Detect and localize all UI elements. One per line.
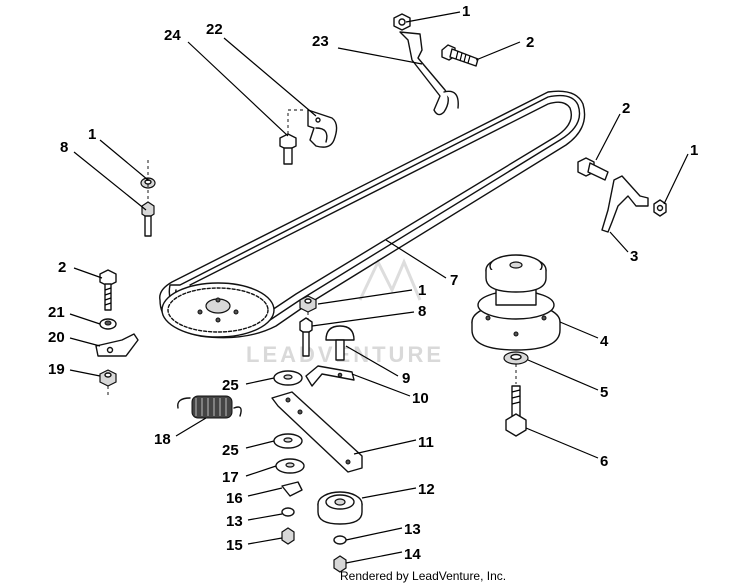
washer-5 bbox=[503, 351, 529, 365]
callout-2: 2 bbox=[622, 100, 630, 117]
washer-25-top bbox=[273, 370, 303, 386]
callout-1: 1 bbox=[462, 3, 470, 20]
callout-24: 24 bbox=[164, 27, 181, 44]
callout-19: 19 bbox=[48, 361, 65, 378]
screw-24 bbox=[279, 109, 306, 165]
bracket-20 bbox=[95, 333, 139, 357]
callout-14: 14 bbox=[404, 546, 421, 563]
washer-13-left bbox=[281, 507, 295, 517]
drive-belt bbox=[159, 90, 586, 339]
nut-14 bbox=[333, 555, 347, 573]
callout-2: 2 bbox=[526, 34, 534, 51]
nut-19 bbox=[99, 369, 117, 396]
carriage-bolt-9 bbox=[325, 325, 355, 361]
callout-16: 16 bbox=[226, 490, 243, 507]
callout-5: 5 bbox=[600, 384, 608, 401]
callout-23: 23 bbox=[312, 33, 329, 50]
callout-18: 18 bbox=[154, 431, 171, 448]
callout-17: 17 bbox=[222, 469, 239, 486]
washer-17 bbox=[275, 458, 305, 474]
callout-13: 13 bbox=[404, 521, 421, 538]
callout-1: 1 bbox=[88, 126, 96, 143]
spring-18 bbox=[177, 395, 242, 419]
callout-4: 4 bbox=[600, 333, 609, 350]
nut-1-right bbox=[653, 199, 667, 217]
callout-15: 15 bbox=[226, 537, 243, 554]
callout-25: 25 bbox=[222, 442, 239, 459]
pulley-4 bbox=[471, 254, 561, 351]
leader-lines bbox=[69, 11, 689, 564]
callout-2: 2 bbox=[58, 259, 66, 276]
hook-bracket-23 bbox=[399, 31, 459, 116]
washer-13-right bbox=[333, 535, 347, 545]
bracket-3 bbox=[601, 175, 649, 233]
belt-guide-22 bbox=[307, 109, 338, 148]
callout-22: 22 bbox=[206, 21, 223, 38]
bolt-8-center bbox=[299, 312, 313, 357]
idler-pulley-12 bbox=[317, 491, 363, 525]
callout-13: 13 bbox=[226, 513, 243, 530]
bolt-6 bbox=[505, 364, 527, 437]
bolt-8-left bbox=[141, 160, 155, 237]
callout-11: 11 bbox=[418, 434, 434, 451]
callout-8: 8 bbox=[60, 139, 68, 156]
callout-21: 21 bbox=[48, 304, 65, 321]
callout-1: 1 bbox=[690, 142, 698, 159]
callout-6: 6 bbox=[600, 453, 608, 470]
callout-25: 25 bbox=[222, 377, 239, 394]
washer-25-bottom bbox=[273, 433, 303, 449]
render-credit: Rendered by LeadVenture, Inc. bbox=[340, 569, 506, 583]
callout-8: 8 bbox=[418, 303, 426, 320]
bolt-2-right bbox=[577, 157, 609, 181]
bolt-2-left bbox=[99, 269, 117, 311]
callout-20: 20 bbox=[48, 329, 65, 346]
idler-arm-11 bbox=[271, 391, 363, 473]
clip-16 bbox=[281, 481, 303, 497]
nut-1-top bbox=[393, 13, 411, 31]
callout-10: 10 bbox=[412, 390, 429, 407]
bolt-2-top bbox=[441, 44, 479, 67]
nut-15 bbox=[281, 527, 295, 545]
callout-7: 7 bbox=[450, 272, 458, 289]
callout-9: 9 bbox=[402, 370, 410, 387]
nut-1-center bbox=[299, 295, 317, 313]
callout-12: 12 bbox=[418, 481, 435, 498]
callout-3: 3 bbox=[630, 248, 638, 265]
watermark-text: LEADVENTURE bbox=[246, 342, 444, 367]
washer-21 bbox=[99, 318, 117, 330]
callout-labels: 1 2 23 24 22 1 8 2 1 3 7 2 21 20 19 1 8 … bbox=[48, 3, 698, 563]
bracket-10 bbox=[305, 365, 355, 387]
callout-1: 1 bbox=[418, 282, 426, 299]
